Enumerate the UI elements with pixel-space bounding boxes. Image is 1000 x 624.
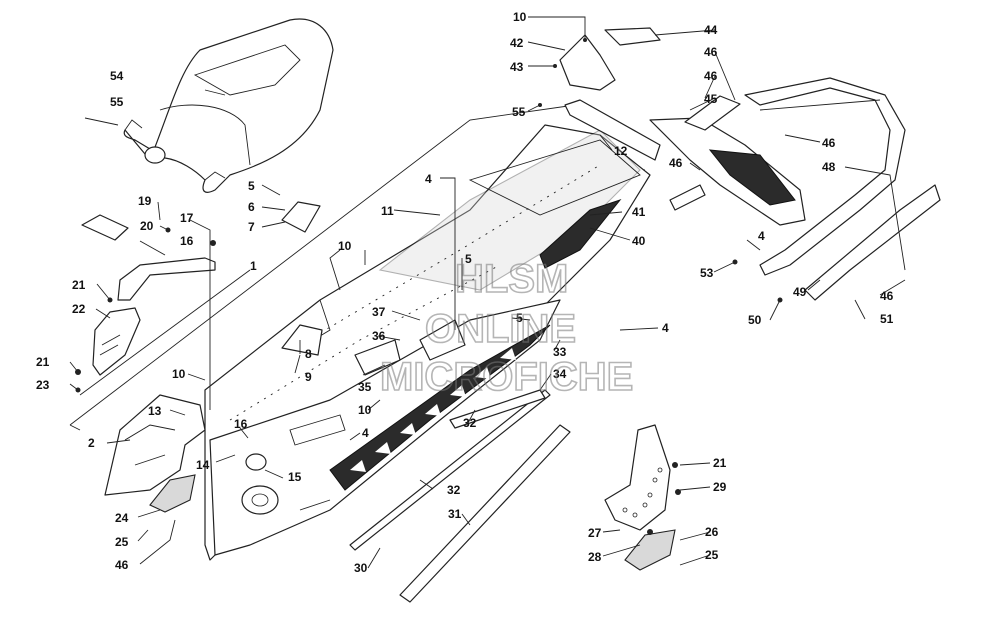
callout-label: 10 (358, 403, 372, 417)
bumper-part (117, 257, 216, 301)
callout-label: 44 (704, 23, 718, 37)
watermark-line1: HLSM (455, 257, 568, 301)
bracket-19 (81, 214, 129, 241)
callout-label: 25 (115, 535, 129, 549)
callout-label: 37 (372, 305, 386, 319)
callout-label: 21 (72, 278, 86, 292)
callout-label: 28 (588, 550, 602, 564)
callout-label: 29 (713, 480, 727, 494)
rear-bumper (744, 77, 906, 276)
callout-label: 46 (880, 289, 894, 303)
callout-label: 10 (513, 10, 527, 24)
heel-plate (604, 424, 676, 571)
callout-label: 46 (669, 156, 683, 170)
callout-label: 10 (172, 367, 186, 381)
callout-label: 48 (822, 160, 836, 174)
running-board (209, 299, 561, 556)
callout-label: 5 (248, 179, 255, 193)
callout-label: 54 (110, 69, 124, 83)
callout-label: 25 (705, 548, 719, 562)
callout-label: 27 (588, 526, 602, 540)
callout-label: 53 (700, 266, 714, 280)
callout-label: 26 (705, 525, 719, 539)
rear-bracket (559, 27, 661, 91)
rails (349, 389, 571, 603)
callout-label: 5 (465, 252, 472, 266)
callout-label: 36 (372, 329, 386, 343)
callout-label: 16 (180, 234, 194, 248)
callout-label: 51 (880, 312, 894, 326)
callout-label: 17 (180, 211, 194, 225)
callout-label: 13 (148, 404, 162, 418)
callout-label: 49 (793, 285, 807, 299)
rear-plate (564, 99, 661, 161)
callout-label: 22 (72, 302, 86, 316)
callout-label: 4 (662, 321, 669, 335)
callout-label: 45 (704, 92, 718, 106)
callout-label: 41 (632, 205, 646, 219)
callout-label: 5 (516, 311, 523, 325)
callout-label: 43 (510, 60, 524, 74)
callout-labels: 10 42 43 55 12 46 44 46 46 45 46 48 4 41… (36, 10, 894, 575)
callout-label: 33 (553, 345, 567, 359)
callout-label: 32 (463, 416, 477, 430)
rear-housing (649, 95, 806, 226)
callout-label: 46 (704, 69, 718, 83)
callout-label: 7 (248, 220, 255, 234)
callout-label: 6 (248, 200, 255, 214)
callout-label: 4 (425, 172, 432, 186)
callout-label: 20 (140, 219, 154, 233)
callout-label: 42 (510, 36, 524, 50)
callout-label: 40 (632, 234, 646, 248)
callout-label: 21 (713, 456, 727, 470)
callout-label: 55 (110, 95, 124, 109)
callout-label: 11 (381, 204, 394, 218)
callout-label: 35 (358, 380, 372, 394)
callout-label: 14 (196, 458, 210, 472)
callout-label: 23 (36, 378, 50, 392)
bracket-7 (281, 201, 321, 233)
spacer-54 (144, 146, 166, 164)
callout-label: 21 (36, 355, 50, 369)
cover-8 (281, 324, 323, 356)
plate-part (92, 307, 141, 376)
callout-label: 10 (338, 239, 352, 253)
callout-label: 46 (704, 45, 718, 59)
callout-label: 2 (88, 436, 95, 450)
callout-label: 46 (115, 558, 129, 572)
callout-label: 31 (448, 507, 462, 521)
bolt-53 (84, 117, 119, 126)
footrest-24 (149, 474, 196, 513)
watermark-line3: MICROFICHE (380, 355, 633, 399)
callout-label: 24 (115, 511, 129, 525)
callout-label: 55 (512, 105, 526, 119)
callout-label: 4 (362, 426, 369, 440)
callout-label: 46 (822, 136, 836, 150)
callout-label: 34 (553, 367, 567, 381)
callout-label: 9 (305, 370, 312, 384)
trim-strip (669, 184, 941, 301)
watermark: HLSM ONLINE MICROFICHE (379, 256, 634, 400)
callout-label: 30 (354, 561, 368, 575)
watermark-line2: ONLINE (425, 307, 576, 351)
callout-label: 32 (447, 483, 461, 497)
decal-part (354, 198, 622, 376)
front-bracket (104, 394, 206, 496)
callout-label: 8 (305, 347, 312, 361)
callout-label: 12 (614, 144, 628, 158)
callout-label: 4 (758, 229, 765, 243)
callout-label: 15 (288, 470, 302, 484)
callout-label: 19 (138, 194, 152, 208)
callout-label: 16 (234, 417, 248, 431)
callout-label: 1 (250, 259, 257, 273)
leader-lines (69, 16, 906, 569)
fasteners (75, 38, 783, 535)
seat-part (123, 18, 334, 193)
callout-label: 50 (748, 313, 762, 327)
